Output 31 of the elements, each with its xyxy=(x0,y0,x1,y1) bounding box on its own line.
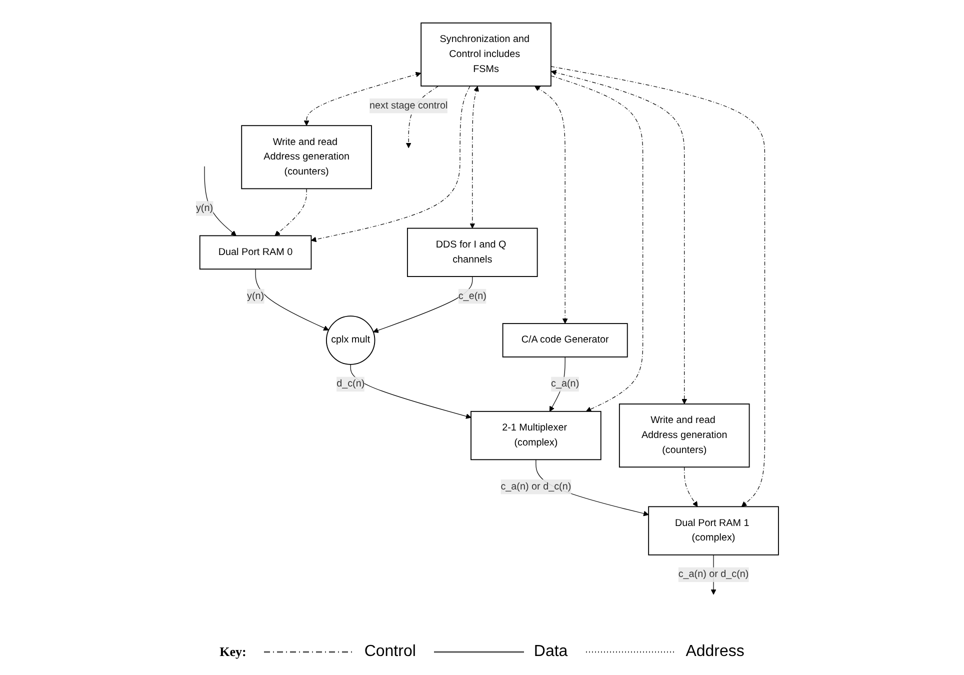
edge-label: d_c(n) xyxy=(336,378,364,389)
legend-text: Data xyxy=(534,643,568,661)
legend-text: Control xyxy=(364,643,416,661)
arrow xyxy=(469,86,479,228)
edge-label: c_a(n) or d_c(n) xyxy=(678,568,749,580)
arrow xyxy=(204,166,236,236)
node-box: Dual Port RAM 1 (complex) xyxy=(648,506,779,555)
node-circle: cplx mult xyxy=(326,315,376,364)
arrow xyxy=(350,364,472,418)
edge-label: c_e(n) xyxy=(458,290,486,301)
edge-label: c_a(n) or d_c(n) xyxy=(500,480,571,492)
node-box: Write and read Address generation (counters) xyxy=(618,403,750,468)
arrow xyxy=(274,188,307,236)
node-box: DDS for I and Q channels xyxy=(406,227,538,276)
arrow xyxy=(684,466,698,506)
arrow xyxy=(534,85,568,324)
edge-label: c_a(n) xyxy=(550,378,579,389)
arrow xyxy=(550,69,687,404)
node-box: Synchronization and Control includes FSMs xyxy=(420,22,552,86)
node-box: Write and read Address generation (counters) xyxy=(240,124,372,189)
arrow xyxy=(304,71,421,126)
arrow xyxy=(255,268,329,330)
edge-label: y(n) xyxy=(196,202,213,213)
key-label: Key: xyxy=(220,644,246,660)
edge-label: y(n) xyxy=(246,290,264,301)
node-box: Dual Port RAM 0 xyxy=(199,234,312,270)
legend-text: Address xyxy=(686,643,744,661)
edge-label: next stage control xyxy=(369,100,448,110)
node-box: 2-1 Multiplexer (complex) xyxy=(470,410,602,460)
arrow xyxy=(372,276,472,332)
node-box: C/A code Generator xyxy=(502,322,628,357)
